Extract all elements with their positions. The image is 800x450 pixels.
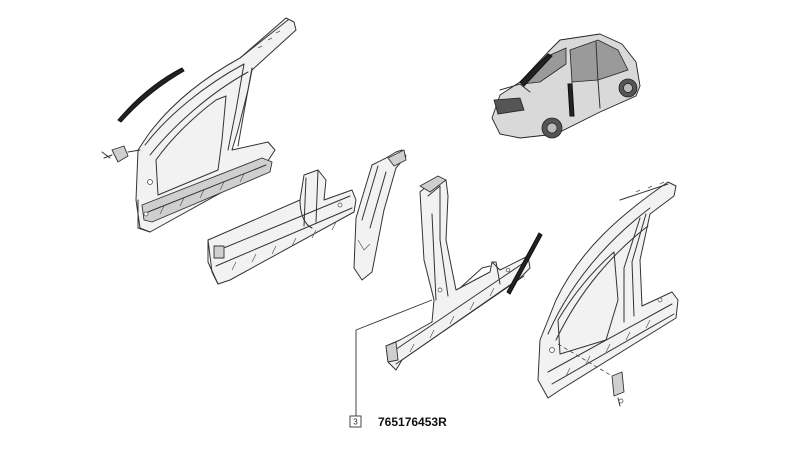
part-number-label: 765176453R <box>378 415 447 429</box>
rear-bracket <box>611 371 625 397</box>
side-frame-outer <box>537 181 679 399</box>
mounting-bracket <box>111 145 129 163</box>
b-pillar-with-sill-assembly <box>385 175 531 371</box>
part-callout: 3 765176453R <box>349 299 447 429</box>
front-side-frame-assembly <box>101 17 297 233</box>
b-pillar-sill-panel <box>385 177 531 371</box>
b-pillar-panel <box>353 149 407 281</box>
callout-number: 3 <box>353 418 358 427</box>
sill-section <box>141 157 273 223</box>
screw <box>618 398 624 404</box>
callout-number-box <box>349 415 362 428</box>
car-grille <box>493 97 525 115</box>
door-seal-strip <box>506 232 543 295</box>
callout-leader-line <box>355 299 433 418</box>
rear-side-frame-assembly <box>537 181 679 407</box>
sill-with-pillar-base <box>207 169 357 285</box>
b-pillar-reinforcement <box>353 149 407 281</box>
windshield-trim-strip <box>117 67 185 123</box>
vehicle-reference-illustration <box>491 33 641 139</box>
